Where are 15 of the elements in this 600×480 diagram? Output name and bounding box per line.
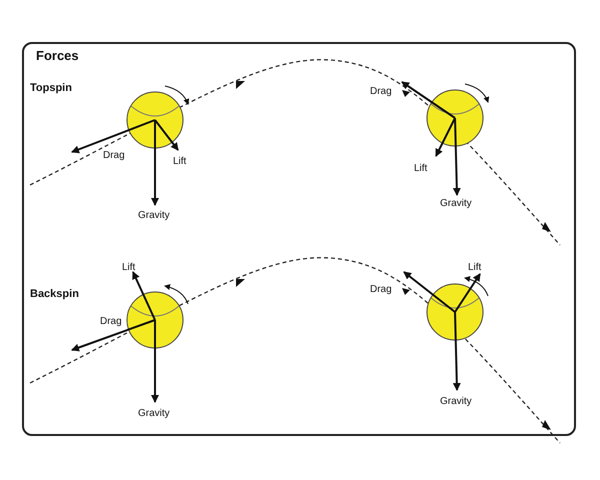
force-label: Lift (414, 163, 428, 174)
section-heading: Topspin (30, 82, 72, 94)
force-label: Gravity (138, 210, 170, 221)
force-label: Drag (370, 284, 392, 295)
force-label: Lift (468, 262, 482, 273)
heading: Forces (36, 48, 79, 63)
force-label: Drag (100, 316, 122, 327)
force-label: Drag (103, 150, 125, 161)
force-label: Lift (173, 156, 186, 167)
force-label: Drag (370, 86, 392, 97)
force-label: Lift (122, 262, 136, 273)
force-label: Gravity (440, 198, 472, 209)
section-heading: Backspin (30, 288, 79, 300)
force-label: Gravity (138, 408, 170, 419)
force-label: Gravity (440, 396, 472, 407)
